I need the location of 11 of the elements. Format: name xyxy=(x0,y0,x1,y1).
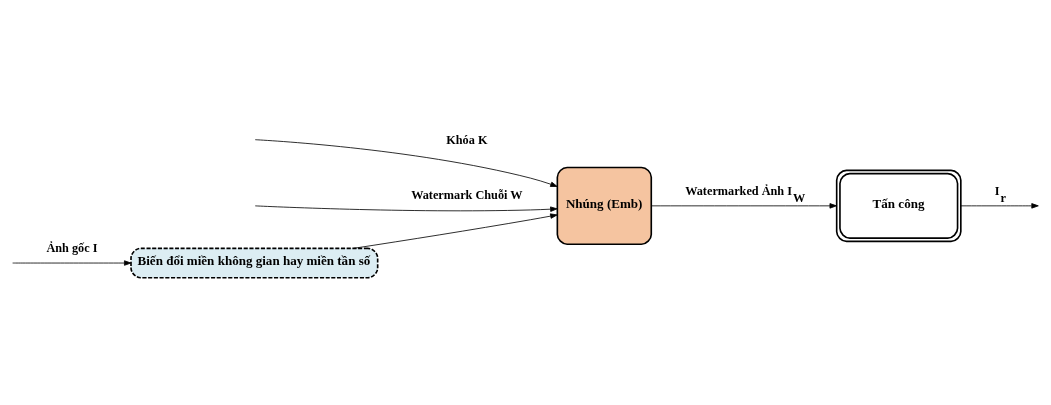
arrow xyxy=(651,202,837,209)
edge-label: Watermark Chuỗi W xyxy=(411,187,523,202)
arrow xyxy=(12,259,132,266)
node-box: Biến đổi miền không gian hay miền tần số xyxy=(130,247,379,279)
arrow xyxy=(254,138,558,187)
edge-label: Khóa K xyxy=(446,132,488,147)
node-box: Nhúng (Emb) xyxy=(556,166,653,245)
arrow xyxy=(254,204,558,212)
arrow xyxy=(960,202,1039,209)
arrow xyxy=(353,212,558,249)
edge-label: Ảnh gốc I xyxy=(46,240,98,255)
